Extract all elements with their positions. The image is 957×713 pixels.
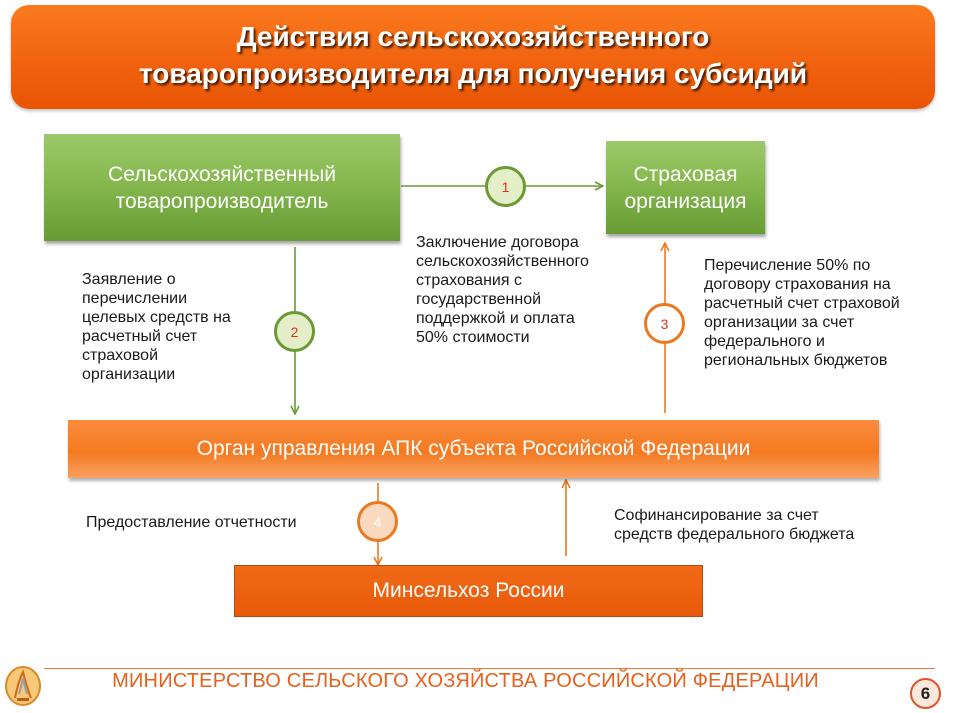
ministry-emblem-icon <box>5 666 41 706</box>
step-3-text-line: региональных бюджетов <box>704 352 888 369</box>
step-2-text-line: целевых средств на <box>82 309 231 326</box>
step-2-text-line: страховой <box>82 347 158 364</box>
page-number: 6 <box>910 678 941 709</box>
agency-node: Орган управления АПК субъекта Российской… <box>68 420 879 478</box>
cofinancing-description: Софинансирование за счет средств федерал… <box>614 506 854 544</box>
step-2-text-line: расчетный счет <box>82 328 198 345</box>
cofinancing-text-line: Софинансирование за счет <box>614 507 819 524</box>
insurer-label-line-1: Страховая <box>633 162 738 186</box>
title-banner <box>11 5 935 109</box>
page-title: Действия сельскохозяйственного товаропро… <box>11 18 935 92</box>
step-1-badge: 1 <box>485 166 526 207</box>
step-3-text-line: договору страхования на <box>704 276 891 293</box>
step-1-text-line: 50% стоимости <box>416 329 530 346</box>
step-1-description: Заключение договора сельскохозяйственног… <box>416 233 589 347</box>
step-1-text-line: Заключение договора <box>416 234 579 251</box>
step-2-description: Заявление о перечислении целевых средств… <box>82 270 231 384</box>
producer-label-line-2: товаропроизводитель <box>115 189 329 213</box>
step-3-description: Перечисление 50% по договору страхования… <box>704 256 900 370</box>
step-2-text-line: перечислении <box>82 290 188 307</box>
step-2-badge: 2 <box>274 311 315 352</box>
agency-label: Орган управления АПК субъекта Российской… <box>196 437 751 460</box>
step-3-badge: 3 <box>644 303 685 344</box>
ministry-label: Минсельхоз России <box>372 579 565 602</box>
page-title-line-2: товаропроизводителя для получения субсид… <box>138 58 808 89</box>
step-4-text-line: Предоставление отчетности <box>86 514 297 531</box>
insurer-node: Страховая организация <box>606 141 765 234</box>
step-2-text-line: Заявление о <box>82 271 176 288</box>
producer-label-line-1: Сельскохозяйственный <box>108 162 336 186</box>
cofinancing-text-line: средств федерального бюджета <box>614 526 855 543</box>
insurer-label-line-2: организация <box>624 189 747 213</box>
ministry-node: Минсельхоз России <box>234 565 703 617</box>
step-3-text-line: организации за счет <box>704 314 855 331</box>
step-1-text-line: поддержкой и оплата <box>416 310 575 327</box>
step-3-text-line: расчетный счет страховой <box>704 295 900 312</box>
step-3-text-line: федерального и <box>704 333 825 350</box>
step-1-text-line: сельскохозяйственного <box>416 253 589 270</box>
footer-divider <box>44 668 935 669</box>
step-1-text-line: государственной <box>416 291 542 308</box>
step-4-badge: 4 <box>357 501 398 542</box>
step-3-text-line: Перечисление 50% по <box>704 257 871 274</box>
step-4-description: Предоставление отчетности <box>86 513 297 532</box>
page-title-line-1: Действия сельскохозяйственного <box>236 21 710 52</box>
step-1-text-line: страхования с <box>416 272 522 289</box>
step-2-text-line: организации <box>82 366 176 383</box>
footer-org-name: МИНИСТЕРСТВО СЕЛЬСКОГО ХОЗЯЙСТВА РОССИЙС… <box>112 670 819 692</box>
producer-node: Сельскохозяйственный товаропроизводитель <box>44 134 400 241</box>
